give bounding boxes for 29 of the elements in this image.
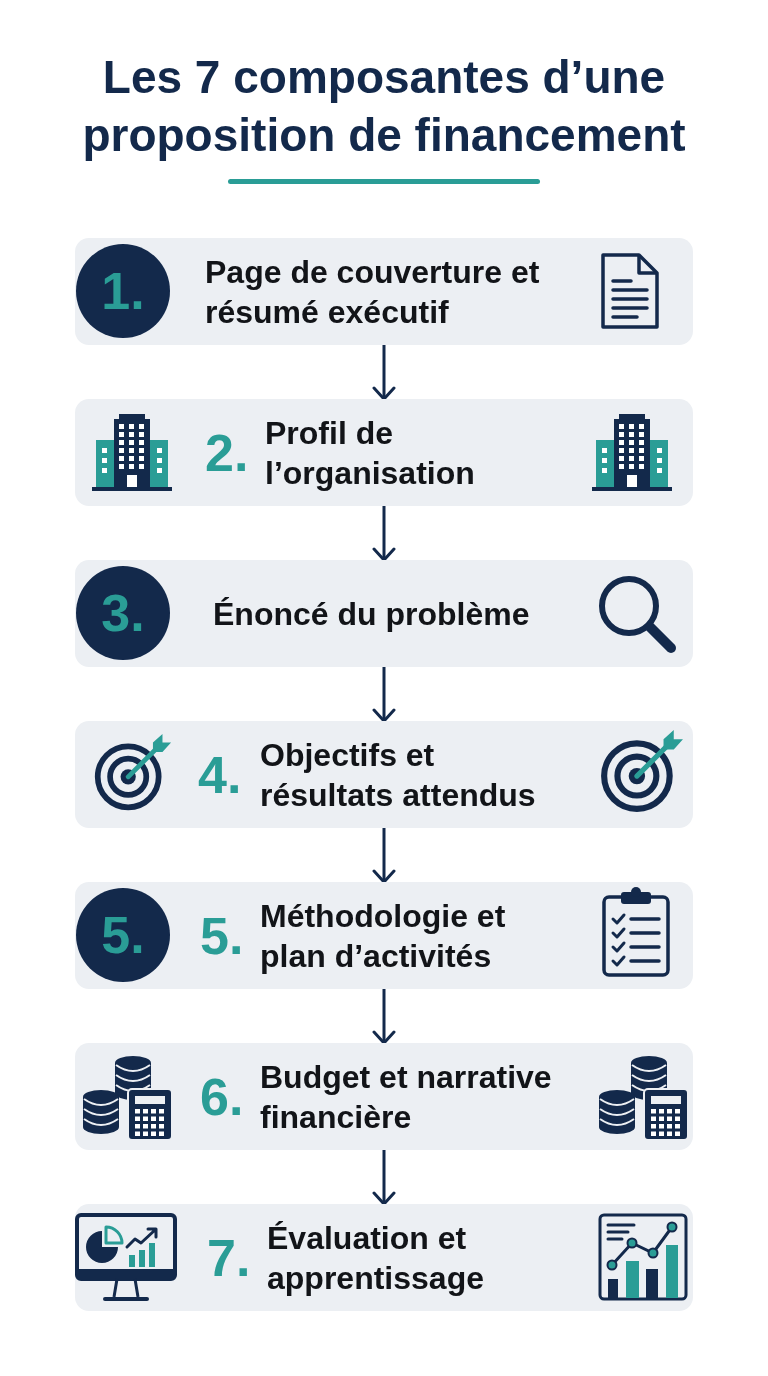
step-number: 4.: [198, 745, 242, 804]
step-box: [75, 1204, 693, 1311]
step-number: 3.: [101, 585, 145, 641]
step-title: Page de couverture et résumé exécutif: [205, 252, 541, 332]
arrow: [372, 989, 396, 1045]
step-box: [75, 560, 693, 667]
arrow: [372, 345, 396, 401]
step-number: 6.: [200, 1067, 244, 1126]
step-number: 1.: [101, 263, 145, 319]
step-title: Objectifs et résultats attendus: [260, 735, 537, 815]
step-box: [75, 882, 693, 989]
step-box: [75, 721, 693, 828]
step-number: 7.: [207, 1228, 251, 1287]
arrow: [372, 667, 396, 723]
title: Les 7 composantes d’une proposition de financement: [81, 50, 687, 163]
step-number: 5.: [200, 906, 244, 965]
arrow: [372, 828, 396, 884]
step-number: 5.: [101, 907, 145, 963]
step-title: Méthodologie et plan d’activités: [260, 896, 507, 976]
step-box: [75, 399, 693, 506]
step-title: Énoncé du problème: [213, 594, 531, 634]
step-box: [75, 238, 693, 345]
step-title: Évaluation et apprentissage: [267, 1218, 485, 1298]
step-box: [75, 1043, 693, 1150]
step-title: Budget et narrative financière: [260, 1057, 553, 1137]
step-title: Profil de l’organisation: [265, 413, 476, 493]
arrow: [372, 1150, 396, 1206]
arrow: [372, 506, 396, 562]
step-number: 2.: [205, 423, 249, 482]
